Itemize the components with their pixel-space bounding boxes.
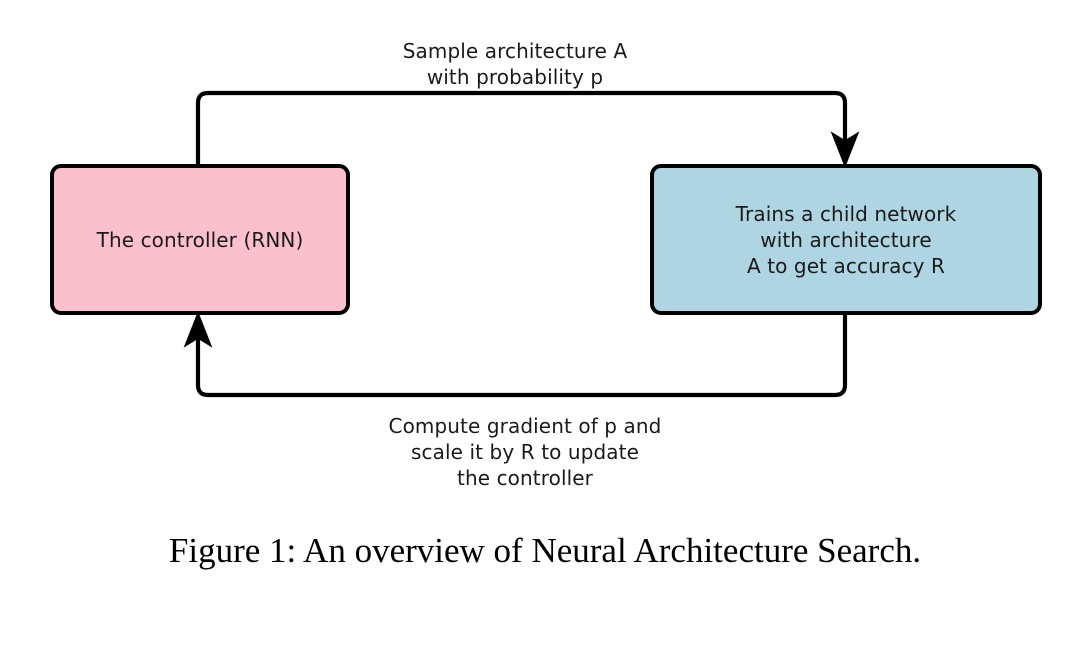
sample-architecture-label: Sample architecture A with probability p (402, 39, 628, 89)
gradient-update-arrowhead (183, 311, 213, 348)
gradient-update-connector (183, 311, 848, 398)
figure-caption: Figure 1: An overview of Neural Architec… (168, 531, 922, 570)
gradient-update-label: Compute gradient of p and scale it by R … (388, 414, 662, 490)
child-network-node-label: Trains a child network with architecture… (735, 201, 957, 278)
controller-node[interactable]: The controller (RNN) (50, 164, 350, 315)
sample-architecture-line (195, 90, 848, 166)
child-network-node[interactable]: Trains a child network with architecture… (650, 164, 1042, 315)
sample-architecture-connector (195, 90, 860, 168)
gradient-update-line (195, 313, 848, 398)
controller-node-label: The controller (RNN) (96, 227, 304, 252)
sample-architecture-arrowhead (830, 131, 860, 168)
